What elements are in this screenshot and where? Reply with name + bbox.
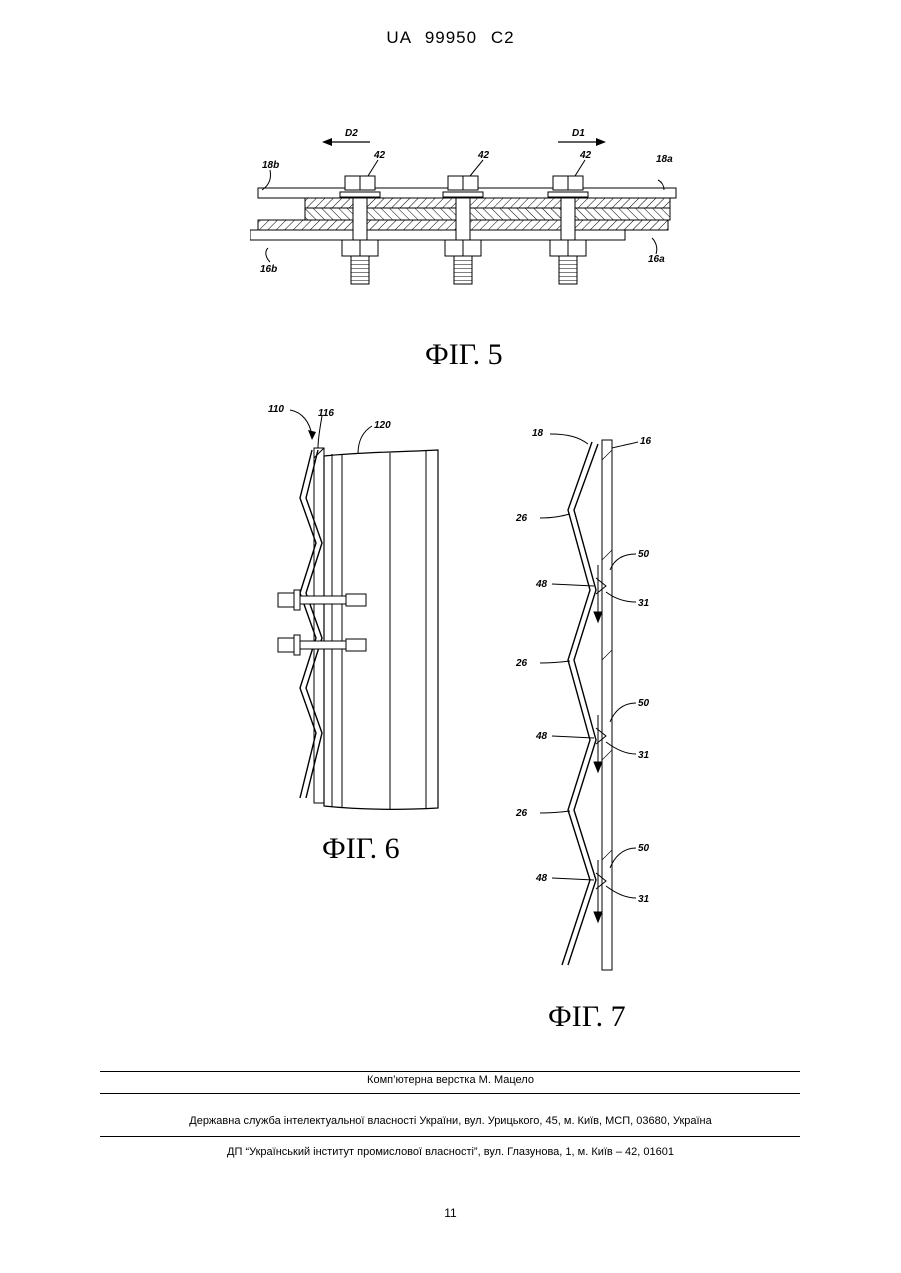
fig7-label-31-top: 31 (638, 598, 650, 609)
fig5-label-bolt-1: 42 (373, 150, 386, 161)
fig6-label-120: 120 (374, 420, 391, 431)
fig7-label-50-bottom: 50 (638, 843, 650, 854)
footer-divider-1 (100, 1071, 800, 1072)
fig6-label-110: 110 (268, 404, 284, 415)
fig7-label-26-bottom: 26 (515, 808, 528, 819)
patent-number-header: UA 99950 C2 (0, 28, 901, 48)
fig7-label-26-top: 26 (515, 513, 528, 524)
fig7-label-26-middle: 26 (515, 658, 528, 669)
fig5-label-d1: D1 (572, 128, 585, 139)
footer-divider-2 (100, 1093, 800, 1094)
fig5-label-d2: D2 (345, 128, 358, 139)
fig5-label-bolt-2: 42 (477, 150, 490, 161)
footer-institute: ДП “Український інститут промислової вла… (0, 1146, 901, 1158)
fig7-label-31-bottom: 31 (638, 894, 650, 905)
fig7-label-31-middle: 31 (638, 750, 650, 761)
figure-7-drawing: 18 16 26 26 26 48 48 48 50 50 50 31 31 3… (510, 420, 680, 980)
fig7-label-48-bottom: 48 (535, 873, 548, 884)
fig7-label-50-top: 50 (638, 549, 650, 560)
fig5-label-16b: 16b (260, 264, 277, 275)
page-number: 11 (0, 1206, 901, 1220)
figure-6-drawing: 110 116 120 (262, 398, 452, 818)
footer-divider-3 (100, 1136, 800, 1137)
fig7-label-48-middle: 48 (535, 731, 548, 742)
figure-7-caption: ФІГ. 7 (548, 1000, 626, 1034)
fig7-label-50-middle: 50 (638, 698, 650, 709)
fig6-label-116: 116 (318, 408, 334, 419)
fig5-label-16a: 16a (648, 254, 665, 265)
fig7-label-48-top: 48 (535, 579, 548, 590)
fig5-label-18a: 18a (656, 154, 673, 165)
footer-layout-credit: Комп’ютерна верстка М. Мацело (0, 1074, 901, 1086)
figure-5-caption: ФІГ. 5 (425, 338, 503, 372)
footer-agency: Державна служба інтелектуальної власност… (0, 1115, 901, 1127)
fig5-label-bolt-3: 42 (579, 150, 592, 161)
fig5-label-18b: 18b (262, 160, 279, 171)
fig7-label-18: 18 (532, 428, 544, 439)
fig7-label-16: 16 (640, 436, 652, 447)
figure-5-drawing: D2 D1 42 42 42 18b 18a 16b 16a (250, 120, 680, 320)
figure-6-caption: ФІГ. 6 (322, 832, 400, 866)
